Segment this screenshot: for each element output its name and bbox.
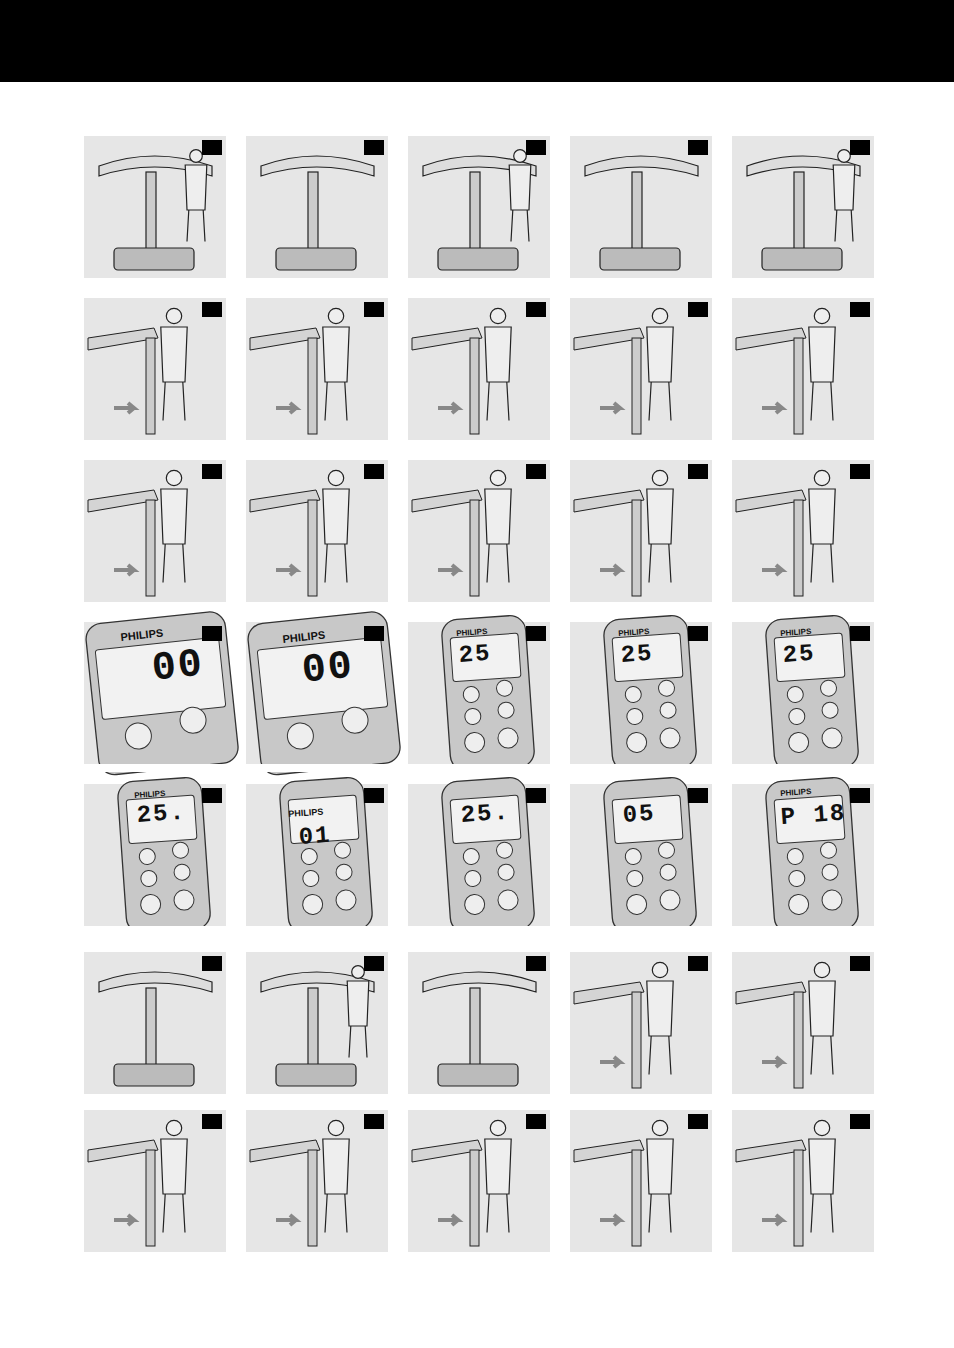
display-reading: 25.	[460, 801, 511, 828]
display-reading: 00	[300, 647, 356, 692]
display-reading: 01	[298, 824, 332, 850]
display-reading: 00	[150, 645, 206, 690]
display-reading: 25	[458, 642, 492, 668]
display-reading: 25.	[136, 801, 187, 828]
display-reading: 25	[620, 642, 654, 668]
display-reading: P 18	[780, 801, 847, 830]
display-reading: 25	[782, 642, 816, 668]
display-reading: 05	[622, 802, 656, 828]
